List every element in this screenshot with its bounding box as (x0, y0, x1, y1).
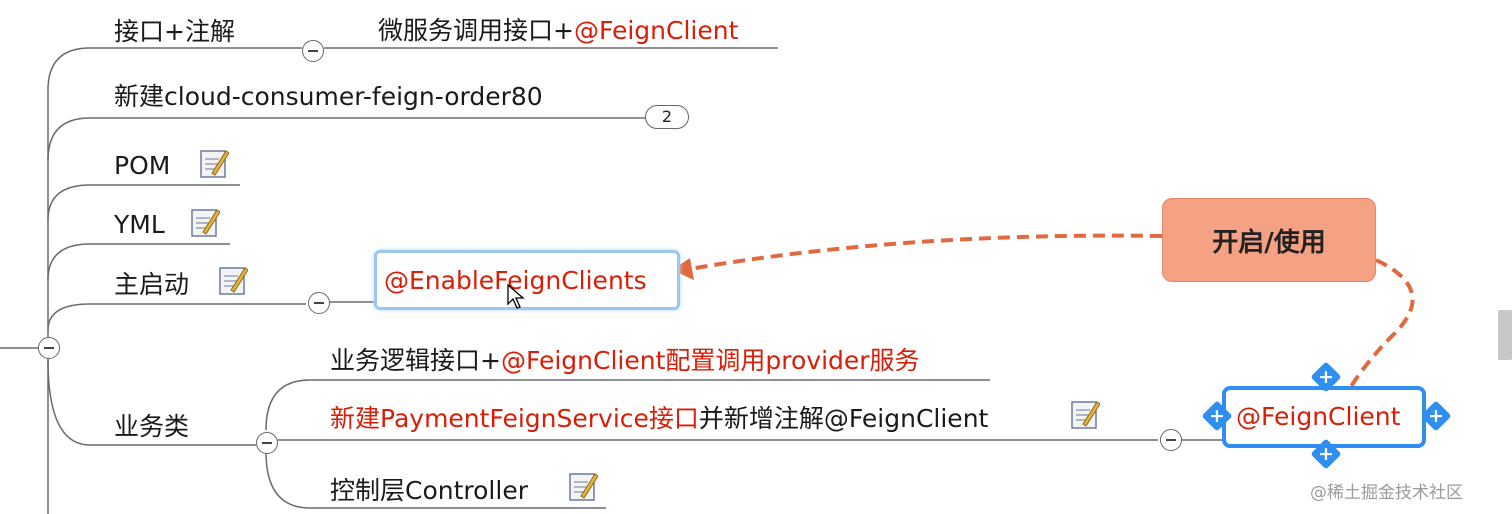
topic-feign-client-red: @FeignClient (573, 16, 739, 45)
topic-controller[interactable]: 控制层Controller (330, 476, 528, 505)
topic-business-logic[interactable]: 业务逻辑接口+@FeignClient配置调用provider服务 (330, 346, 920, 376)
collapse-minus-icon[interactable] (302, 40, 324, 62)
collapse-minus-icon[interactable] (308, 292, 330, 314)
callout-enable-use[interactable]: 开启/使用 (1162, 198, 1376, 282)
topic-new-module[interactable]: 新建cloud-consumer-feign-order80 (114, 82, 543, 111)
collapse-minus-icon[interactable] (38, 337, 60, 359)
topic-enable-feign-clients[interactable]: @EnableFeignClients (384, 266, 647, 295)
topic-business-logic-red: @FeignClient配置调用provider服务 (500, 346, 920, 375)
watermark: @稀土掘金技术社区 (1310, 483, 1463, 503)
topic-interface-annotation[interactable]: 接口+注解 (114, 17, 235, 46)
topic-pom[interactable]: POM (114, 151, 171, 180)
topic-new-service-red: 新建PaymentFeignService接口 (330, 404, 699, 433)
note-icon[interactable] (218, 264, 248, 296)
collapsed-count-badge[interactable]: 2 (645, 105, 689, 129)
note-icon[interactable] (568, 470, 598, 502)
topic-business-logic-prefix: 业务逻辑接口+ (330, 346, 501, 375)
topic-microservice-call[interactable]: 微服务调用接口+@FeignClient (378, 16, 738, 46)
topic-microservice-call-prefix: 微服务调用接口+ (378, 16, 574, 45)
note-icon[interactable] (190, 206, 220, 238)
note-icon[interactable] (1070, 398, 1100, 430)
collapse-minus-icon[interactable] (256, 432, 278, 454)
collapse-minus-icon[interactable] (1160, 429, 1182, 451)
topic-business-class[interactable]: 业务类 (114, 412, 190, 441)
topic-new-service-suffix: 并新增注解@FeignClient (698, 404, 989, 433)
enable-feign-clients-node[interactable] (374, 250, 680, 310)
topic-yml[interactable]: YML (114, 210, 165, 239)
topic-feign-client-selected[interactable]: @FeignClient (1236, 402, 1401, 431)
note-icon[interactable] (199, 147, 229, 179)
topic-main-start[interactable]: 主启动 (114, 270, 190, 299)
topic-new-service[interactable]: 新建PaymentFeignService接口并新增注解@FeignClient (330, 404, 988, 434)
mouse-pointer-icon (507, 284, 525, 309)
vertical-scrollbar-thumb[interactable] (1498, 310, 1512, 360)
